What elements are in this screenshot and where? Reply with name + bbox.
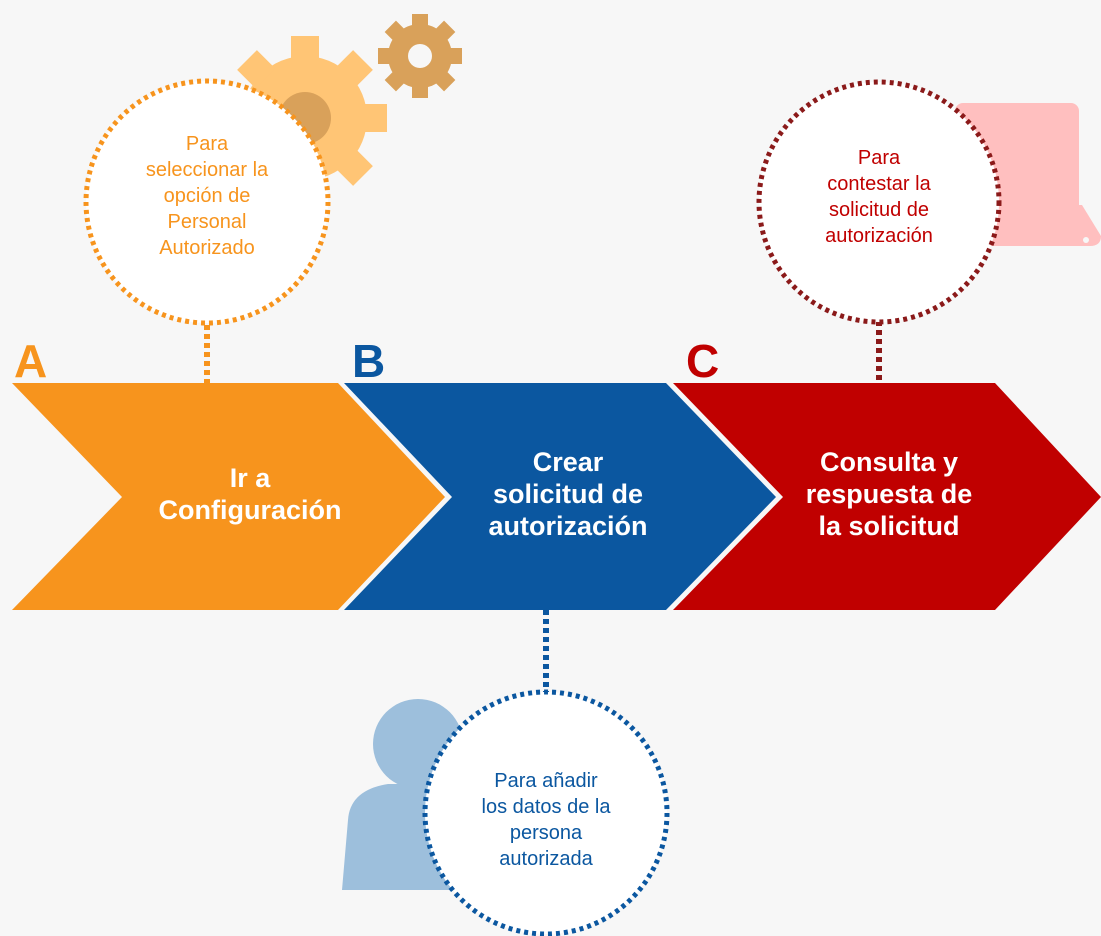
bubble-b-line-3: persona: [509, 822, 583, 844]
step-b-chevron: [344, 383, 776, 610]
bubble-c-line-3: solicitud de: [828, 199, 930, 221]
step-b-line-2: solicitud de: [492, 479, 644, 509]
step-a-line-1: Ir a: [229, 463, 271, 493]
bubble-b-line-1: Para añadir: [494, 770, 598, 792]
bubble-b-circle: [422, 689, 670, 936]
bubble-c-line-4: autorización: [825, 225, 933, 247]
bubble-a-line-1: Para: [185, 133, 229, 155]
bubble-a-text: Para seleccionar la opción de Personal A…: [117, 131, 297, 261]
bubble-c-text: Para contestar la solicitud de autorizac…: [789, 145, 969, 249]
bubble-a-line-5: Autorizado: [159, 237, 255, 259]
step-a-chevron: [12, 383, 445, 610]
step-c-line-3: la solicitud: [818, 511, 960, 541]
step-c-letter: C: [686, 335, 720, 387]
bubble-a-circle: [83, 78, 331, 326]
bubble-b-line-2: los datos de la: [481, 796, 611, 818]
step-c-chevron: [673, 383, 1101, 610]
bubble-b-line-4: autorizada: [499, 848, 593, 870]
step-b-label: Crear solicitud de autorización: [468, 446, 668, 542]
step-a-letter: A: [14, 335, 48, 387]
bubble-c-circle: [756, 79, 1002, 325]
step-a-label: Ir a Configuración: [150, 462, 350, 526]
step-b-letter: B: [352, 335, 386, 387]
step-c-line-1: Consulta y: [819, 447, 959, 477]
step-b-line-1: Crear: [532, 447, 604, 477]
bubble-c-line-1: Para: [857, 147, 901, 169]
step-b-line-3: autorización: [488, 511, 648, 541]
step-c-line-2: respuesta de: [805, 479, 973, 509]
step-c-label: Consulta y respuesta de la solicitud: [789, 446, 989, 542]
bubble-a-line-3: opción de: [163, 185, 251, 207]
bubble-a-line-4: Personal: [167, 211, 247, 233]
bubble-b-text: Para añadir los datos de la persona auto…: [451, 768, 641, 872]
bubble-c-line-2: contestar la: [827, 173, 931, 195]
bubble-a-line-2: seleccionar la: [145, 159, 269, 181]
step-a-line-2: Configuración: [158, 495, 342, 525]
